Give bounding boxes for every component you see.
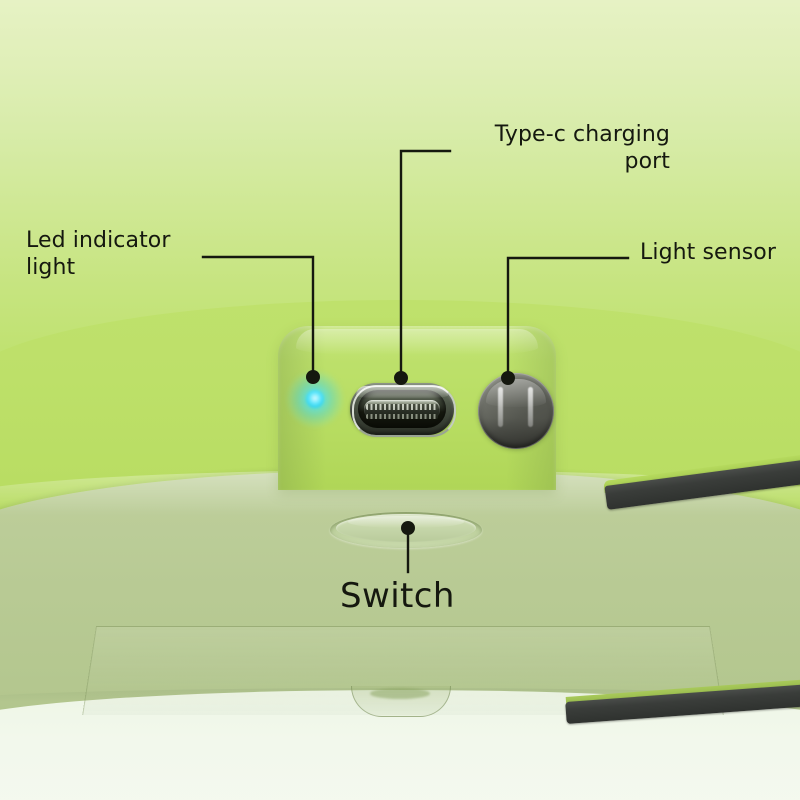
base-panel-notch-inner xyxy=(370,688,430,699)
callout-label-type-c-charging-port: Type-c charging port xyxy=(494,122,670,174)
light-sensor[interactable] xyxy=(478,373,554,449)
usb-c-port-pins-lower xyxy=(366,414,438,419)
led-indicator-light xyxy=(306,390,324,408)
light-sensor-highlight-left xyxy=(498,387,503,427)
switch-button[interactable] xyxy=(336,514,476,542)
light-sensor-highlight-right xyxy=(528,387,533,427)
usb-c-port-pins-upper xyxy=(366,404,438,410)
callout-label-light-sensor: Light sensor xyxy=(640,240,777,265)
callout-label-switch: Switch xyxy=(340,576,455,616)
callout-label-led-indicator-light: Led indicator light xyxy=(26,228,171,280)
